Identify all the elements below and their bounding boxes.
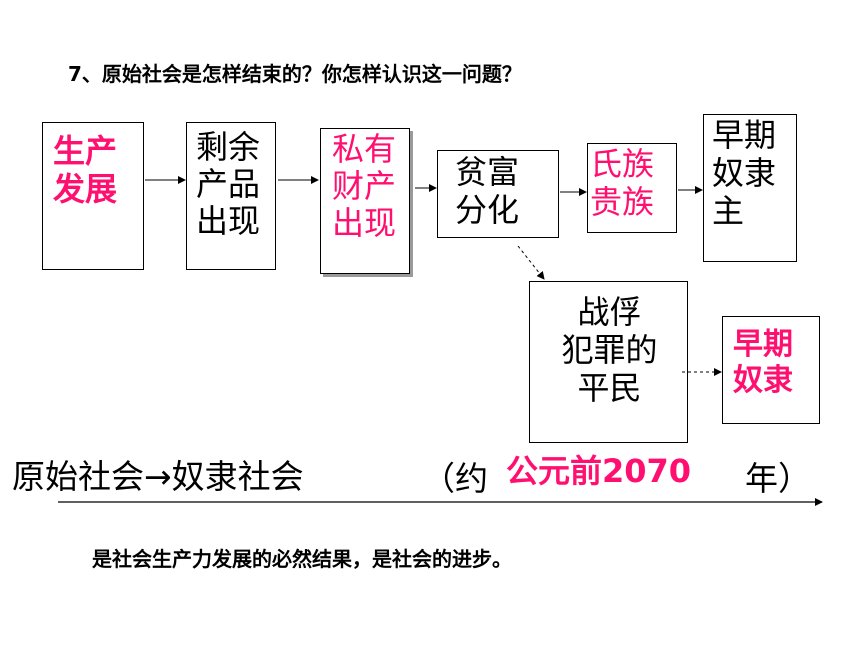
arrow-wealth-gap-to-captives (517, 245, 545, 280)
node-early-slaves: 早期 奴隶 (722, 316, 820, 424)
node-captives-label: 战俘 犯罪的 平民 (561, 293, 658, 407)
node-wealth-gap-label: 贫富 分化 (455, 153, 520, 230)
node-early-slave-owners-label: 早期 奴隶 主 (712, 116, 777, 230)
node-private-property-label: 私有 财产 出现 (332, 130, 397, 243)
timeline-paren-open: （约 (422, 459, 488, 498)
node-captives: 战俘 犯罪的 平民 (529, 281, 688, 443)
node-production: 生产 发展 (42, 122, 144, 270)
conclusion-text: 是社会生产力发展的必然结果，是社会的进步。 (92, 547, 512, 571)
node-private-property: 私有 财产 出现 (320, 128, 410, 274)
node-surplus: 剩余 产品 出现 (186, 122, 276, 270)
timeline-paren-close: 年） (745, 459, 811, 498)
timeline-date: 公元前2070 (506, 452, 692, 490)
node-early-slave-owners: 早期 奴隶 主 (703, 114, 797, 262)
timeline-label: 原始社会→奴隶社会 (12, 457, 304, 496)
node-nobles-label: 氏族 贵族 (590, 145, 655, 221)
question-heading: 7、原始社会是怎样结束的？你怎样认识这一问题？ (68, 62, 522, 86)
node-early-slaves-label: 早期 奴隶 (733, 327, 793, 398)
node-wealth-gap: 贫富 分化 (437, 150, 559, 238)
node-nobles: 氏族 贵族 (587, 143, 677, 233)
node-production-label: 生产 发展 (53, 132, 118, 208)
node-surplus-label: 剩余 产品 出现 (196, 128, 261, 241)
